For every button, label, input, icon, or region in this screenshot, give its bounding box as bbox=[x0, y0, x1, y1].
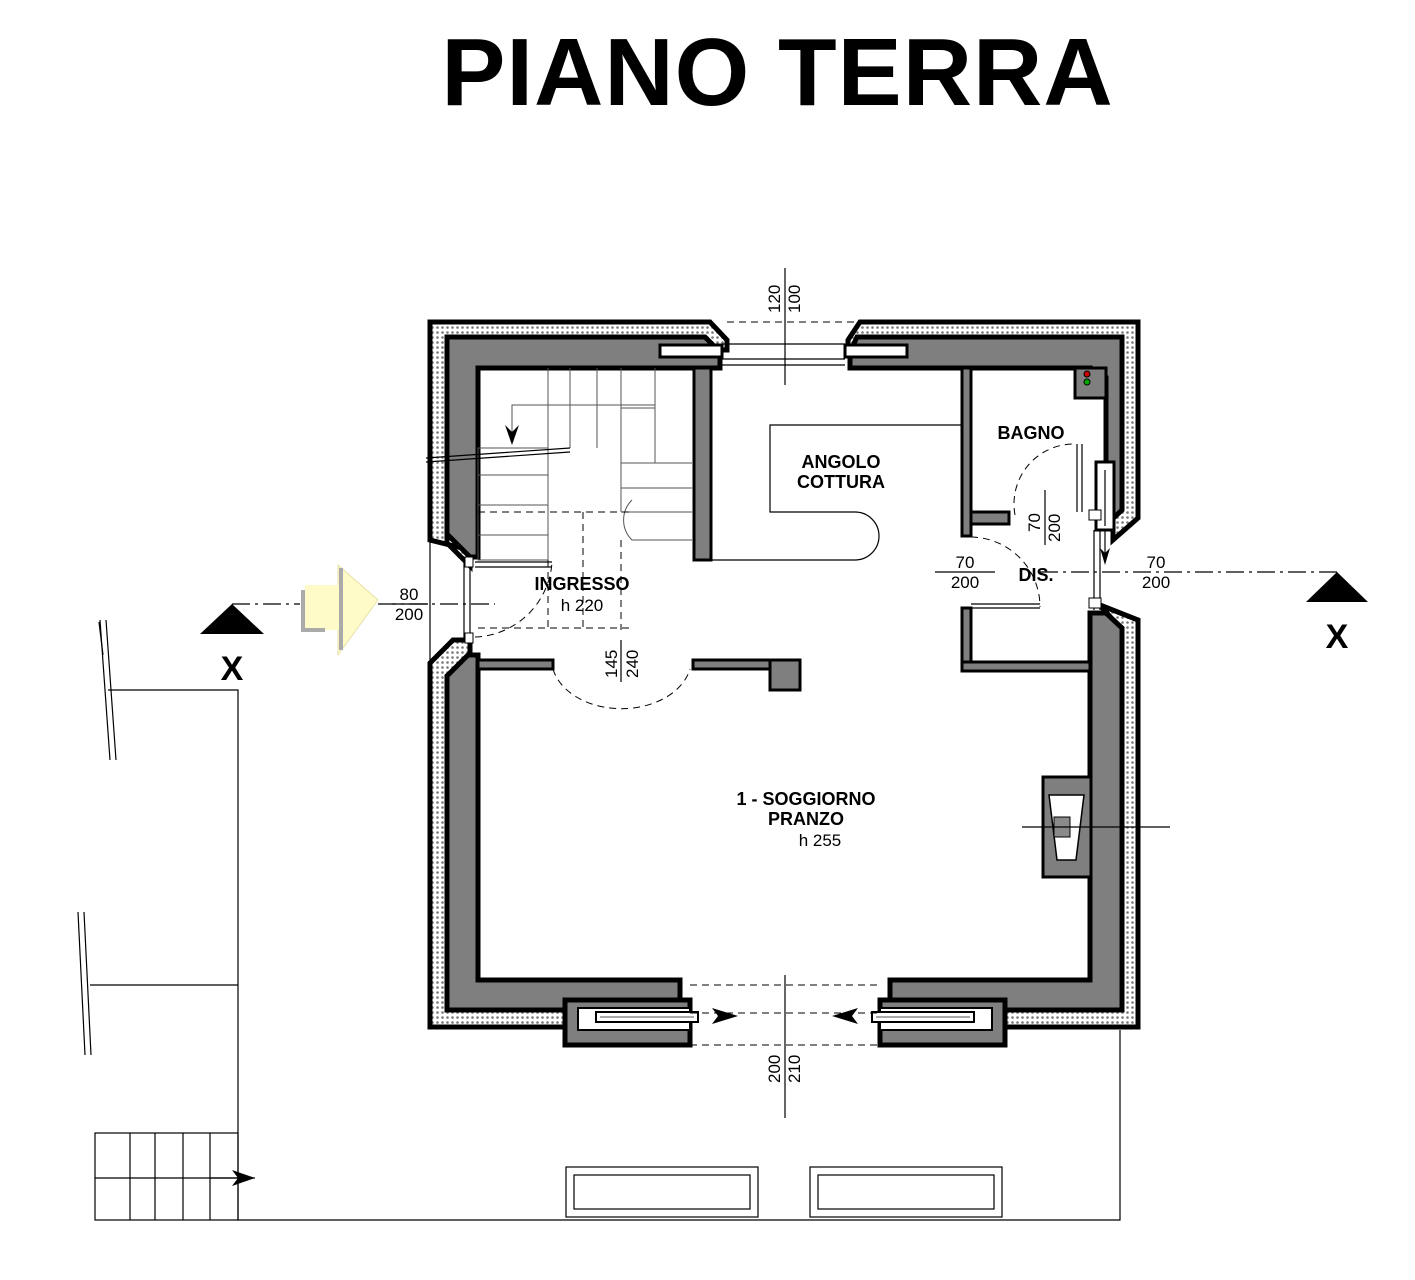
room-height-soggiorno: h 255 bbox=[799, 831, 842, 850]
room-label-ingresso: INGRESSO bbox=[534, 574, 629, 594]
planter-left bbox=[565, 1166, 759, 1218]
room-label-angolo: ANGOLO bbox=[802, 452, 881, 472]
room-label-pranzo: PRANZO bbox=[768, 809, 844, 829]
dim-top-window: 120 100 bbox=[765, 285, 804, 313]
outdoor-steps bbox=[94, 1132, 255, 1221]
svg-text:200: 200 bbox=[1142, 573, 1170, 592]
page-title: PIANO TERRA bbox=[441, 19, 1114, 126]
interior-staircase bbox=[425, 368, 692, 630]
svg-text:80: 80 bbox=[400, 585, 419, 604]
dim-ingresso-arch: 145 240 bbox=[602, 640, 642, 682]
svg-text:120: 120 bbox=[765, 285, 784, 313]
section-label-right: X bbox=[1326, 618, 1349, 656]
dim-east-window: 70 200 bbox=[1142, 553, 1170, 592]
svg-text:145: 145 bbox=[602, 650, 621, 678]
entrance-arrow-icon bbox=[301, 563, 495, 657]
dim-entrance-door: 80 200 bbox=[392, 585, 428, 624]
room-label-bagno: BAGNO bbox=[998, 423, 1065, 443]
yard-outline bbox=[77, 619, 1121, 1221]
svg-text:200: 200 bbox=[765, 1055, 784, 1083]
planter-right bbox=[809, 1166, 1003, 1218]
fireplace bbox=[1022, 775, 1170, 879]
svg-text:70: 70 bbox=[1147, 553, 1166, 572]
section-label-left: X bbox=[221, 650, 244, 688]
room-label-dis: DIS. bbox=[1018, 565, 1053, 585]
interior-partitions bbox=[476, 366, 1108, 692]
svg-text:70: 70 bbox=[956, 553, 975, 572]
doors bbox=[463, 443, 1116, 710]
dim-dis-door: 70 200 bbox=[935, 553, 995, 592]
section-marker-left: X bbox=[200, 604, 264, 688]
section-marker-right: X bbox=[1306, 572, 1368, 656]
room-height-ingresso: h 220 bbox=[561, 596, 604, 615]
svg-text:210: 210 bbox=[785, 1055, 804, 1083]
svg-text:70: 70 bbox=[1025, 513, 1044, 532]
svg-text:200: 200 bbox=[395, 605, 423, 624]
exterior-walls bbox=[444, 334, 1125, 1013]
dim-bagno-door: 70 200 bbox=[1025, 490, 1064, 545]
svg-text:100: 100 bbox=[785, 285, 804, 313]
svg-text:200: 200 bbox=[951, 573, 979, 592]
top-window bbox=[658, 268, 909, 385]
section-line bbox=[232, 540, 1337, 663]
svg-text:240: 240 bbox=[623, 650, 642, 678]
dim-bottom-window: 200 210 bbox=[765, 1055, 804, 1083]
kitchen-counter bbox=[711, 424, 962, 561]
bottom-window bbox=[562, 975, 1008, 1118]
svg-text:200: 200 bbox=[1045, 514, 1064, 542]
room-label-soggiorno: 1 - SOGGIORNO bbox=[736, 789, 875, 809]
room-label-cottura: COTTURA bbox=[797, 472, 885, 492]
